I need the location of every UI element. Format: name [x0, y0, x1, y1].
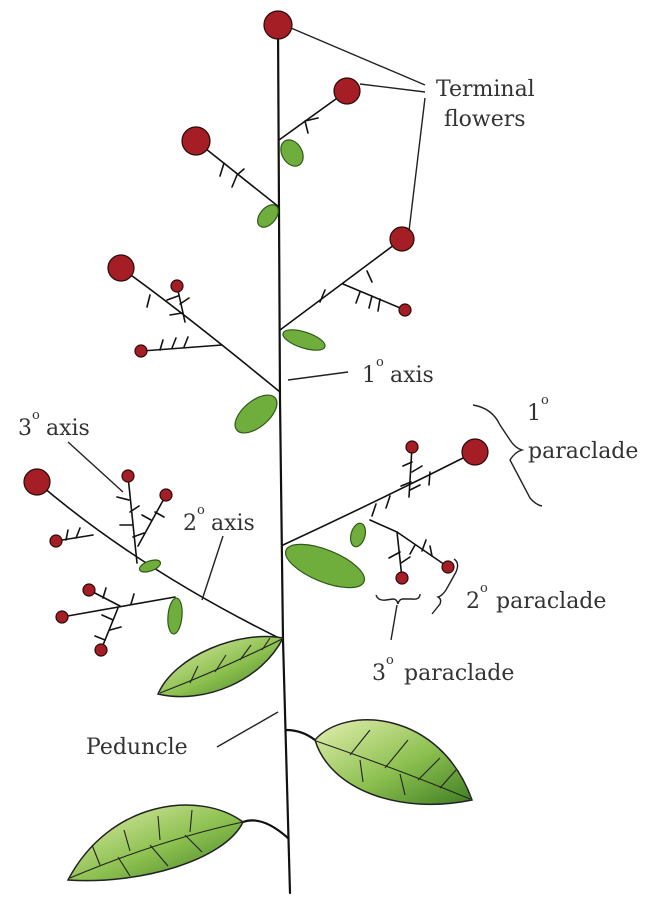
flower	[396, 572, 408, 584]
left-middle-branch	[108, 255, 284, 440]
label-terminal-flowers-line1: Terminal	[436, 77, 535, 102]
bract-leaf	[281, 326, 328, 355]
label-2-paraclade-num: 2	[466, 589, 480, 614]
pointer-3-paraclade	[391, 605, 397, 640]
label-3-axis-degree: o	[32, 408, 40, 423]
label-1-paraclade-degree: o	[541, 393, 549, 408]
label-terminal-flowers-line2: flowers	[444, 107, 526, 132]
leaf-left-upper	[158, 637, 283, 697]
pointer-terminal-mid	[360, 84, 425, 92]
flower	[171, 280, 183, 292]
label-2-paraclade-degree: o	[480, 581, 488, 596]
right-lower-paraclade	[280, 439, 488, 597]
label-1-axis-num: 1	[362, 363, 376, 388]
upper-right-branch	[276, 78, 360, 170]
terminal-flower	[334, 78, 360, 104]
label-1-axis-degree: o	[376, 355, 384, 370]
pointer-2-axis	[202, 536, 223, 600]
left-lower-branch	[24, 469, 283, 656]
terminal-flower	[390, 227, 414, 251]
label-3-paraclade-text: paraclade	[404, 661, 514, 686]
terminal-flower	[182, 127, 210, 155]
upper-left-branch	[182, 127, 282, 231]
flower	[56, 611, 68, 623]
bract-leaf	[228, 388, 283, 440]
flower	[399, 304, 411, 316]
terminal-flower	[108, 255, 134, 281]
label-3-paraclade-degree: o	[386, 653, 394, 668]
flower	[442, 561, 454, 573]
bract-leaf	[276, 136, 307, 170]
label-2-axis-text: axis	[211, 511, 255, 536]
terminal-flower	[462, 439, 488, 465]
label-2-axis-num: 2	[183, 511, 197, 536]
terminal-flower-top	[264, 11, 292, 39]
flower	[160, 489, 172, 501]
label-3-axis-num: 3	[18, 416, 32, 441]
flower	[50, 535, 62, 547]
pointer-terminal-top	[291, 28, 425, 85]
flower	[95, 644, 107, 656]
bract-leaf	[348, 522, 368, 549]
label-3-axis-text: axis	[46, 416, 90, 441]
label-1-paraclade-text: paraclade	[528, 439, 638, 464]
pointer-1-axis	[288, 372, 348, 380]
label-3-paraclade-num: 3	[372, 661, 386, 686]
pointer-terminal-right	[409, 98, 425, 231]
pointer-peduncle	[217, 712, 278, 747]
leaf-right	[286, 720, 472, 804]
label-peduncle: Peduncle	[86, 735, 188, 760]
flower	[122, 470, 134, 482]
label-2-paraclade-text: paraclade	[496, 589, 606, 614]
leaf-left-lower	[68, 805, 288, 881]
label-1-paraclade-num: 1	[527, 401, 541, 426]
right-middle-branch	[280, 227, 414, 354]
label-1-axis-text: axis	[390, 363, 434, 388]
flower	[406, 441, 418, 453]
pointer-3-axis	[68, 442, 123, 492]
bract-leaf	[166, 597, 183, 634]
terminal-flower	[24, 469, 50, 495]
brace-3-paraclade	[376, 594, 420, 604]
flower	[135, 345, 147, 357]
flower	[83, 584, 95, 596]
label-2-axis-degree: o	[197, 503, 205, 518]
